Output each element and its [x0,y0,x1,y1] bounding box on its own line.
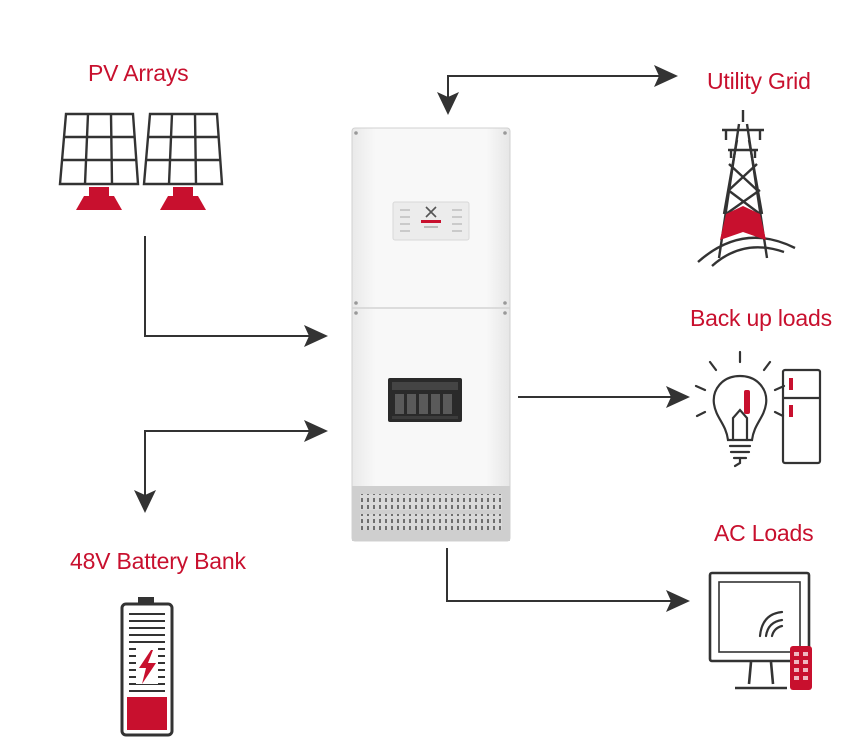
light-bulb-and-fridge-icon [694,350,822,468]
transmission-tower-icon [697,110,796,267]
solar-panel-left [58,112,140,186]
ac-loads-label: AC Loads [714,520,814,546]
fridge-icon [781,368,822,465]
arrow-to-backup [666,386,690,408]
arrow-into-inverter-pv [304,325,328,347]
utility-grid-label: Utility Grid [707,68,811,94]
battery-icon [120,597,174,737]
arrow-to-ac [666,590,690,612]
arrow-into-inverter-battery [304,420,328,442]
grid-inverter-line [447,75,660,100]
tv-with-remote-icon [708,571,812,690]
solar-panel-right [142,112,224,186]
pv-to-inverter-line [144,236,310,337]
inverter-to-ac-line [446,548,672,602]
backup-loads-label: Back up loads [690,305,832,331]
wifi-signal-icon [758,610,784,638]
brand-logo-icon [421,206,441,228]
lightning-bolt-icon [139,650,156,684]
battery-inverter-line [144,430,310,498]
connectors [144,75,672,602]
remote-control-icon [790,646,812,690]
inverter-unit [351,127,511,542]
solar-panel-icon [58,112,224,210]
arrowheads [134,65,690,612]
arrow-to-grid [654,65,678,87]
tv-screen-icon [708,571,811,663]
arrow-down-battery [134,490,156,513]
battery-bank-label: 48V Battery Bank [70,548,246,574]
battery-charge-level [127,697,167,730]
pv-arrays-label: PV Arrays [88,60,189,86]
terminal-block [388,378,462,422]
inverter-body [351,127,511,542]
arrow-down-inverter-grid [437,92,459,115]
indicator-lights [400,209,462,232]
light-bulb-icon [694,350,786,468]
